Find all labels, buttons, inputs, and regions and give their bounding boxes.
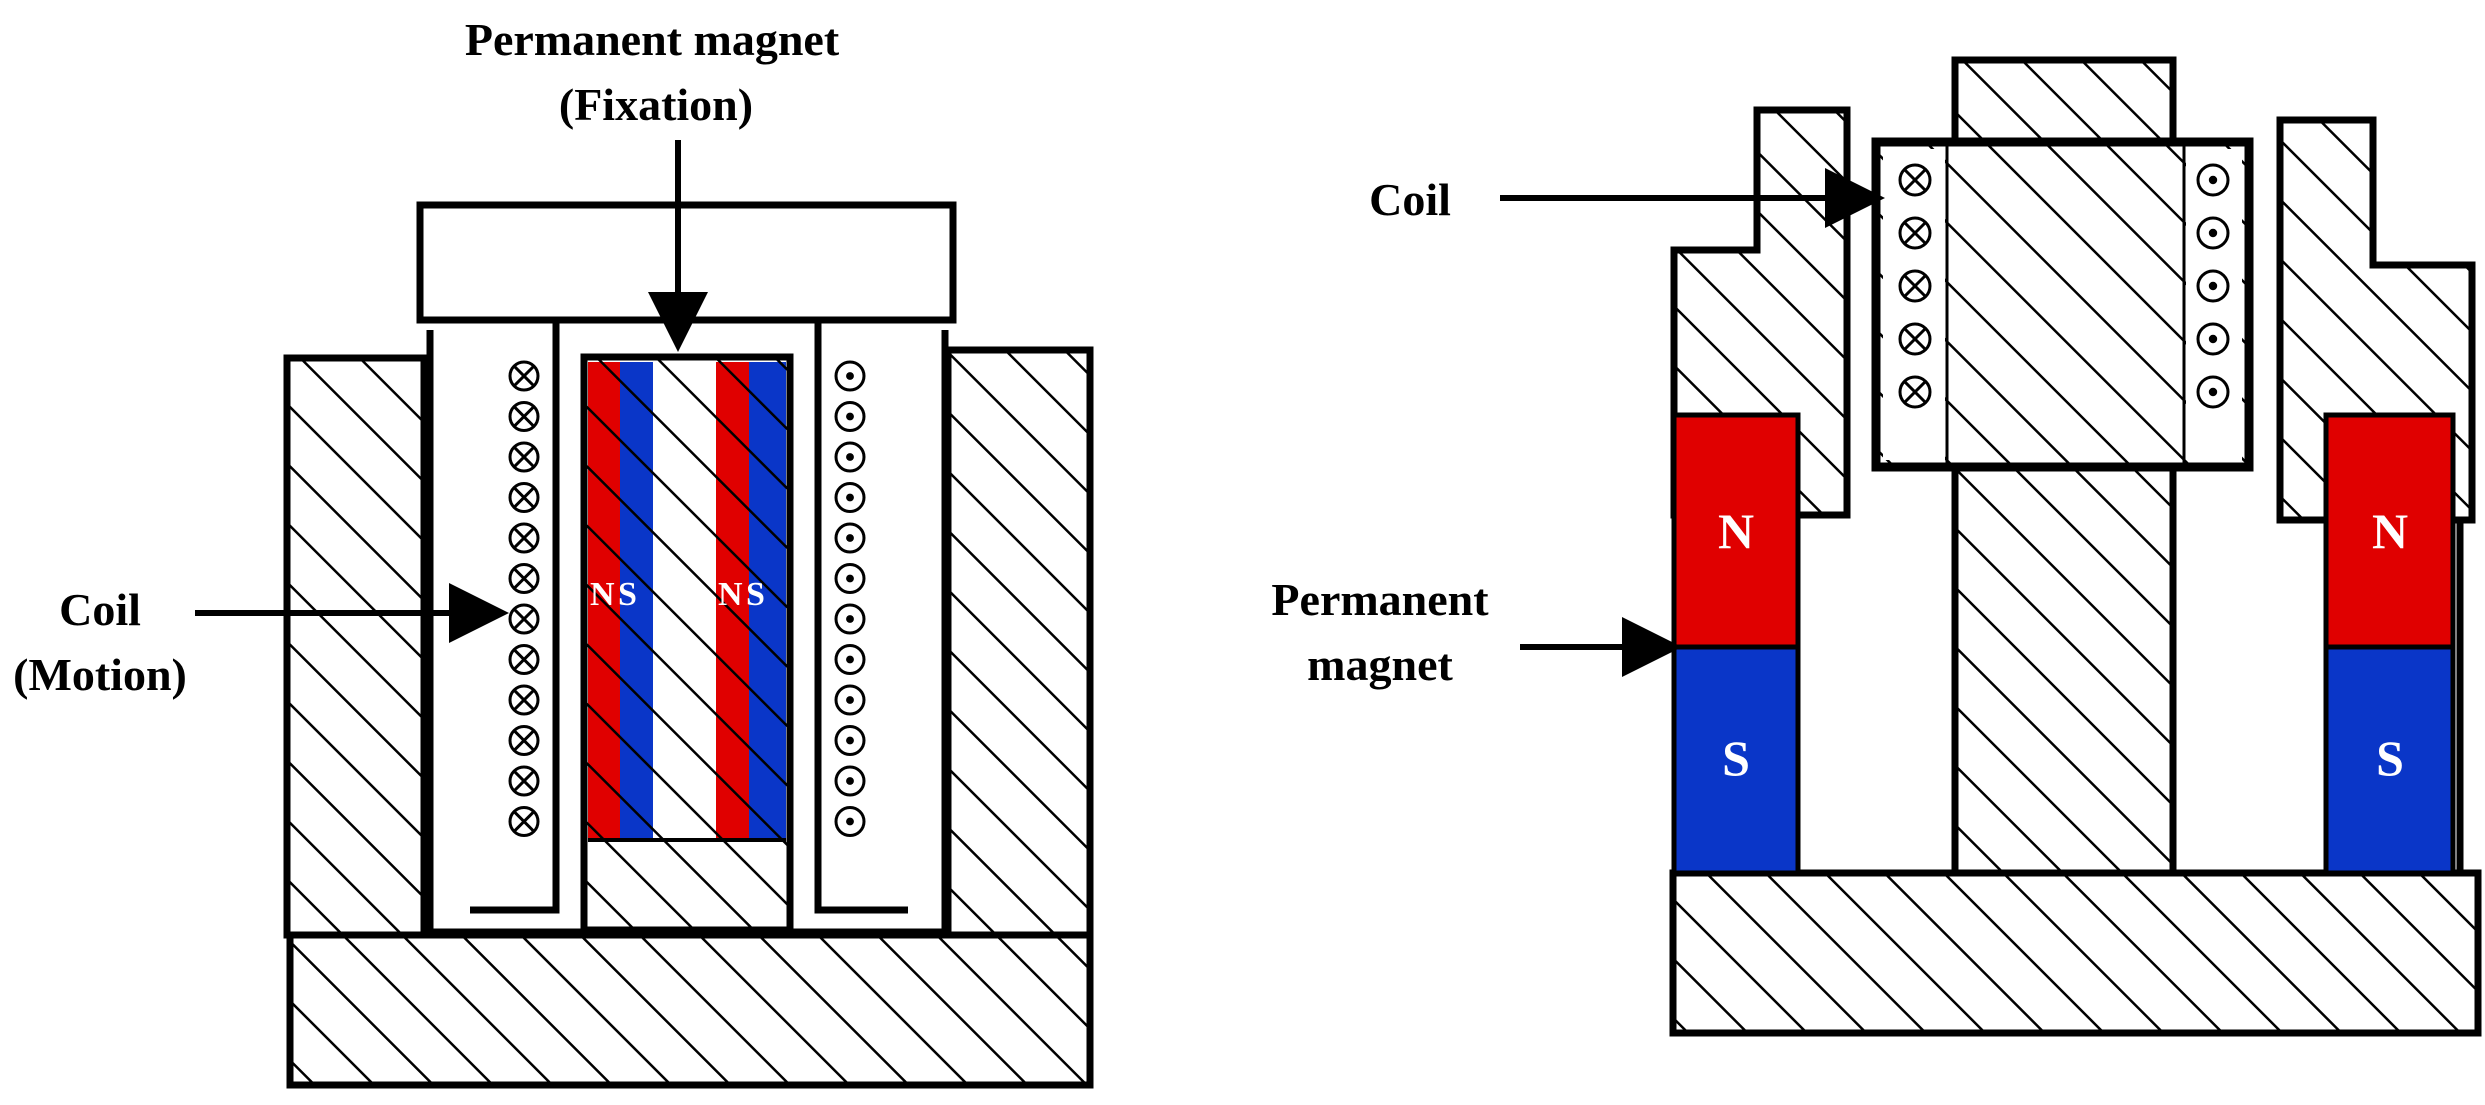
- coil-conductors-out-a: [834, 360, 866, 837]
- circle-cross-icon: [508, 765, 540, 797]
- top-cap-a: [416, 201, 957, 324]
- circle-dot-icon: [2196, 375, 2230, 409]
- circle-dot-icon: [834, 765, 866, 797]
- circle-cross-icon: [508, 684, 540, 716]
- magnet-left-south-b: [1671, 644, 1801, 876]
- circle-dot-icon: [2196, 269, 2230, 303]
- coil-former-right-a: [814, 320, 908, 914]
- coil-label-line1-a: Coil: [59, 584, 141, 635]
- pole-s2-a: S: [746, 576, 765, 613]
- circle-cross-icon: [1898, 269, 1932, 303]
- circle-dot-icon: [834, 563, 866, 594]
- circle-cross-icon: [1898, 322, 1932, 356]
- coil-conductors-in-b: [1898, 163, 1932, 409]
- diagram-b: N S N S Coil Permanent magnet: [1271, 56, 2482, 1037]
- magnet-hatch-a: [588, 362, 786, 840]
- circle-dot-icon: [834, 482, 866, 513]
- magnet-right-north-b: [2323, 412, 2456, 650]
- circle-cross-icon: [508, 360, 540, 392]
- circle-dot-icon: [834, 725, 866, 756]
- pole-s1-a: S: [618, 576, 637, 613]
- circle-dot-icon: [834, 603, 866, 635]
- outer-wall-right-a: [944, 346, 1094, 939]
- circle-dot-icon: [2196, 216, 2230, 250]
- base-plate-b: [1669, 869, 2482, 1037]
- pole-s-right-b: S: [2376, 730, 2404, 786]
- magnet-left-north-b: [1671, 412, 1801, 650]
- circle-dot-icon: [834, 522, 866, 554]
- circle-dot-icon: [834, 360, 866, 392]
- circle-cross-icon: [508, 806, 540, 837]
- circle-cross-icon: [1898, 216, 1932, 250]
- magnet-label-line1-a: Permanent magnet: [465, 14, 840, 65]
- base-plate-a: [286, 931, 1094, 1089]
- coil-conductors-out-b: [2196, 163, 2230, 409]
- coil-label-line2-a: (Motion): [13, 649, 187, 700]
- magnet-label-line2-a: (Fixation): [559, 79, 753, 130]
- circle-cross-icon: [508, 644, 540, 675]
- circle-cross-icon: [508, 563, 540, 594]
- circle-cross-icon: [508, 401, 540, 432]
- pole-n2-a: N: [718, 576, 743, 613]
- pole-n-left-b: N: [1718, 503, 1754, 559]
- circle-dot-icon: [834, 684, 866, 716]
- magnet-right-south-b: [2323, 644, 2456, 876]
- circle-cross-icon: [1898, 375, 1932, 409]
- coil-conductors-in-a: [508, 360, 540, 837]
- pole-n1-a: N: [590, 576, 615, 613]
- circle-dot-icon: [834, 644, 866, 675]
- circle-cross-icon: [1898, 163, 1932, 197]
- magnet-label-line2-b: magnet: [1307, 639, 1453, 690]
- magnet-label-line1-b: Permanent: [1271, 574, 1489, 625]
- circle-cross-icon: [508, 522, 540, 554]
- circle-dot-icon: [834, 806, 866, 837]
- circle-dot-icon: [834, 401, 866, 432]
- circle-dot-icon: [2196, 322, 2230, 356]
- circle-dot-icon: [834, 441, 866, 473]
- circle-cross-icon: [508, 603, 540, 635]
- diagram-a: N S N S Permanent magnet (Fixation) Coil…: [13, 14, 1094, 1089]
- coil-former-left-a: [470, 320, 560, 914]
- circle-cross-icon: [508, 725, 540, 756]
- circle-cross-icon: [508, 441, 540, 473]
- circle-cross-icon: [508, 482, 540, 513]
- pole-n-right-b: N: [2372, 503, 2408, 559]
- circle-dot-icon: [2196, 163, 2230, 197]
- coil-label-b: Coil: [1369, 174, 1451, 225]
- pole-s-left-b: S: [1722, 730, 1750, 786]
- outer-wall-left-a: [283, 354, 428, 939]
